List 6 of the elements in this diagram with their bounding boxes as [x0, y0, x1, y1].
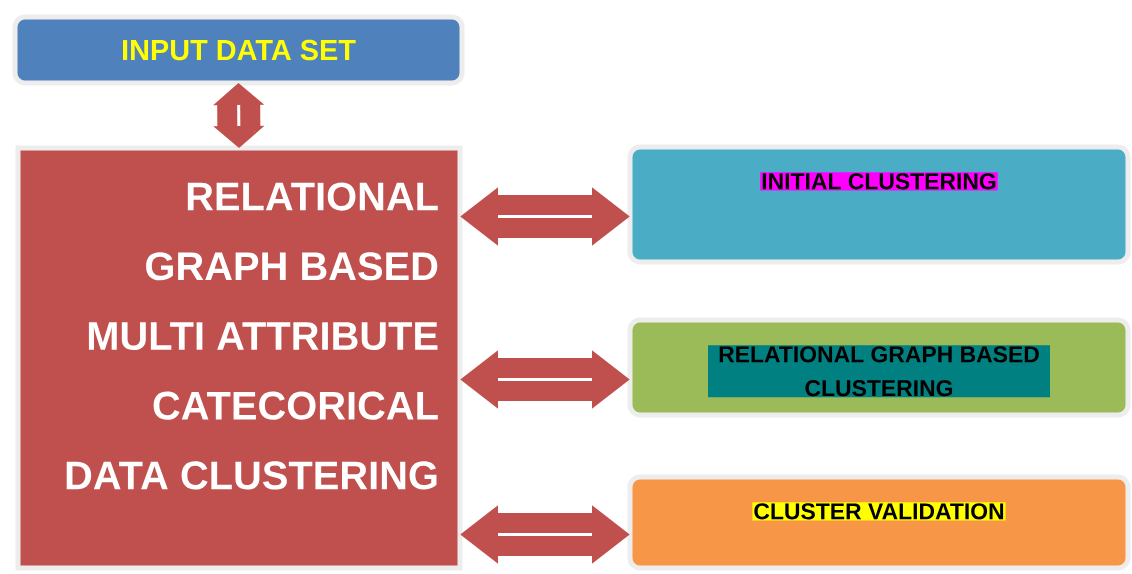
process-box: RELATIONAL GRAPH BASED MULTI ATTRIBUTE CATECORICAL DATA CLUSTERING [15, 145, 463, 571]
title-box: INPUT DATA SET [12, 14, 465, 86]
process-box: RELATIONAL GRAPH BASED CLUSTERING [627, 317, 1131, 418]
double-arrow [213, 83, 265, 148]
process-box: INITIAL CLUSTERING [627, 144, 1131, 265]
process-box: CLUSTER VALIDATION [627, 474, 1131, 571]
